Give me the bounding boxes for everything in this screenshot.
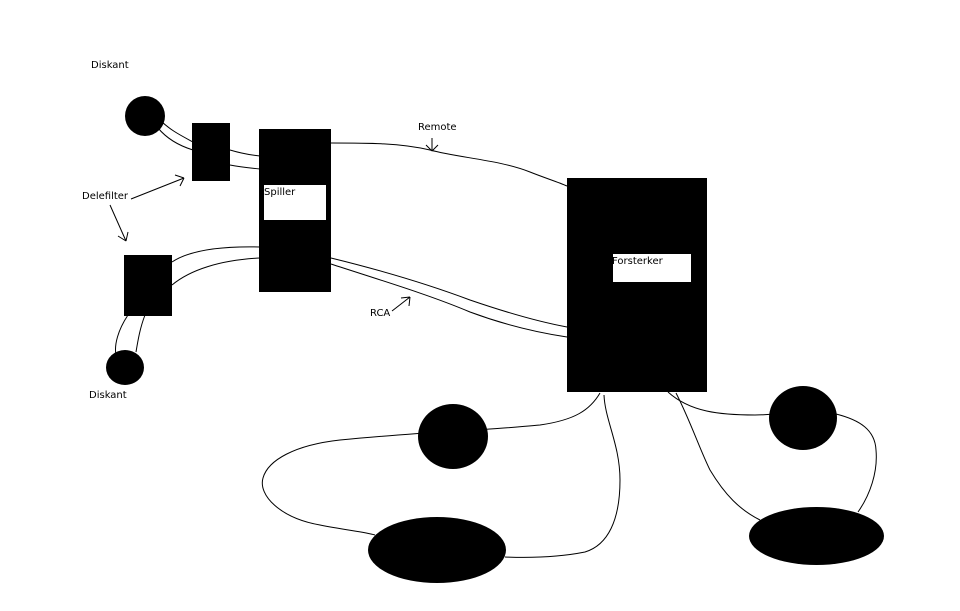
- wire-amp-left-b: [504, 394, 621, 558]
- wire-tweeter-top-b: [157, 127, 194, 151]
- wire-crossover-bottom-a: [171, 246, 261, 263]
- wire-tweeter-bottom-b: [135, 314, 146, 353]
- tweeter-top: [125, 96, 165, 136]
- label-rca: RCA: [370, 308, 391, 319]
- wire-tweeter-bottom-a: [115, 314, 129, 356]
- wire-remote: [330, 142, 568, 187]
- wire-rca-a: [330, 257, 568, 328]
- wire-rca-b: [330, 263, 568, 338]
- speaker-right-small: [769, 386, 837, 450]
- head-unit-label-plate: [264, 185, 326, 220]
- crossover-bottom: [124, 255, 172, 316]
- wire-tweeter-top-a: [159, 119, 194, 143]
- wire-amp-right-c: [675, 392, 761, 521]
- arrow-delefilter-down: [109, 204, 129, 242]
- arrow-remote: [425, 138, 439, 152]
- arrow-rca: [391, 296, 411, 312]
- crossover-top: [192, 123, 230, 181]
- amplifier: [567, 178, 707, 392]
- label-forsterker: Forsterker: [612, 256, 663, 267]
- speaker-left-small: [418, 404, 488, 469]
- speaker-left-large: [368, 517, 506, 583]
- wire-amp-right-b: [835, 413, 877, 513]
- label-remote: Remote: [418, 122, 457, 133]
- speaker-right-large: [749, 507, 884, 565]
- label-spiller: Spiller: [264, 187, 296, 198]
- tweeter-bottom: [106, 350, 144, 385]
- arrow-delefilter-up: [130, 174, 185, 200]
- wire-crossover-top-a: [229, 149, 261, 157]
- label-diskant-bottom: Diskant: [89, 390, 127, 401]
- label-delefilter: Delefilter: [82, 191, 129, 202]
- wire-amp-left-a: [261, 392, 601, 536]
- label-diskant-top: Diskant: [91, 60, 129, 71]
- wire-crossover-top-b: [229, 164, 261, 170]
- amplifier-label-plate: [613, 254, 691, 282]
- wire-crossover-bottom-b: [171, 257, 261, 286]
